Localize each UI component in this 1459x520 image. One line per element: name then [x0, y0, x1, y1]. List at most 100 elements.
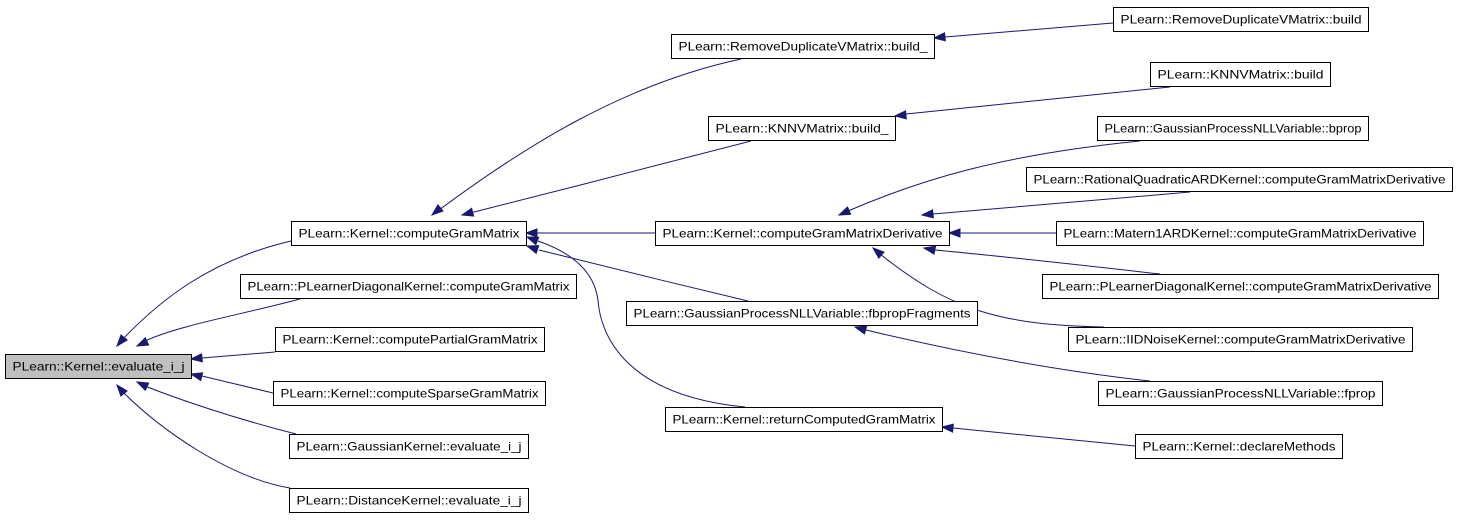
node-box [275, 327, 545, 352]
arrowhead [932, 32, 946, 42]
node-box [1135, 434, 1343, 459]
edge-pldk_computeGramMatrix-to-evaluate_i_j [135, 298, 301, 347]
node-label: PLearn::GaussianProcessNLLVariable::fpro… [1106, 387, 1376, 401]
node-evaluate_i_j[interactable]: PLearn::Kernel::evaluate_i_j [5, 354, 192, 379]
edge-rqard_deriv-to-computeGramMatrixDerivative [920, 191, 1191, 219]
arrowhead [940, 423, 954, 433]
edge-computePartialGramMatrix-to-evaluate_i_j [189, 351, 276, 363]
node-label: PLearn::RemoveDuplicateVMatrix::build [1121, 13, 1362, 27]
node-gaussian_evaluate_i_j[interactable]: PLearn::GaussianKernel::evaluate_i_j [289, 434, 529, 459]
node-box [708, 116, 896, 141]
node-label: PLearn::GaussianProcessNLLVariable::fbpr… [634, 307, 971, 321]
node-computeSparseGramMatrix[interactable]: PLearn::Kernel::computeSparseGramMatrix [273, 381, 546, 406]
node-gpnll_fprop[interactable]: PLearn::GaussianProcessNLLVariable::fpro… [1098, 381, 1383, 406]
arrowhead [920, 209, 934, 219]
node-label: PLearn::Kernel::computePartialGramMatrix [283, 333, 538, 347]
arrowhead [837, 206, 852, 216]
node-knnv_build_[interactable]: PLearn::KNNVMatrix::build_ [708, 116, 896, 141]
node-label: PLearn::KNNVMatrix::build [1158, 68, 1324, 82]
edge-line [469, 140, 752, 214]
edge-gpnll_bprop-to-computeGramMatrixDerivative [837, 140, 1141, 216]
edge-gaussian_evaluate_i_j-to-evaluate_i_j [135, 381, 297, 435]
edge-line [121, 390, 291, 489]
edge-computeGramMatrixDerivative-to-computeGramMatrix [524, 228, 655, 238]
node-label: PLearn::GaussianProcessNLLVariable::bpro… [1105, 122, 1362, 136]
edge-line [201, 351, 276, 359]
arrowhead [871, 247, 885, 260]
edge-line [865, 329, 1151, 382]
node-label: PLearn::DistanceKernel::evaluate_i_j [297, 494, 522, 508]
edge-gpnll_fbpropFragments-to-computeGramMatrix [525, 245, 749, 302]
edge-matern_deriv-to-computeGramMatrixDerivative [947, 228, 1056, 238]
node-label: PLearn::Kernel::computeGramMatrixDerivat… [663, 227, 943, 241]
node-computePartialGramMatrix[interactable]: PLearn::Kernel::computePartialGramMatrix [275, 327, 545, 352]
node-box [671, 34, 935, 59]
node-declareMethods[interactable]: PLearn::Kernel::declareMethods [1135, 434, 1343, 459]
node-label: PLearn::PLearnerDiagonalKernel::computeG… [248, 280, 570, 294]
edge-line [201, 375, 274, 394]
node-box [1056, 221, 1424, 246]
edge-line [538, 249, 749, 302]
node-label: PLearn::Matern1ARDKernel::computeGramMat… [1064, 227, 1417, 241]
node-box [289, 434, 529, 459]
edge-line [934, 249, 1161, 275]
node-computeGramMatrixDerivative[interactable]: PLearn::Kernel::computeGramMatrixDerivat… [655, 221, 950, 246]
node-box [273, 381, 546, 406]
node-rdvm_build_[interactable]: PLearn::RemoveDuplicateVMatrix::build_ [671, 34, 935, 59]
edge-line [879, 253, 1105, 328]
node-box [1113, 7, 1369, 32]
node-box [626, 301, 978, 326]
edge-line [952, 427, 1136, 447]
node-box [5, 354, 192, 379]
edge-line [438, 58, 742, 211]
edge-line [537, 240, 746, 408]
node-label: PLearn::RemoveDuplicateVMatrix::build_ [679, 40, 928, 54]
node-box [655, 221, 950, 246]
edge-knnv_build-to-knnv_build_ [893, 86, 1171, 120]
node-box [1068, 327, 1413, 352]
node-label: PLearn::KNNVMatrix::build_ [716, 122, 889, 136]
node-distance_evaluate_i_j[interactable]: PLearn::DistanceKernel::evaluate_i_j [289, 488, 529, 513]
node-label: PLearn::Kernel::evaluate_i_j [13, 360, 185, 374]
edge-gpnll_fprop-to-gpnll_fbpropFragments [853, 325, 1151, 382]
node-rdvm_build[interactable]: PLearn::RemoveDuplicateVMatrix::build [1113, 7, 1369, 32]
node-label: PLearn::Kernel::declareMethods [1143, 440, 1336, 454]
edge-line [144, 298, 301, 342]
arrowhead [525, 236, 540, 246]
node-pldk_computeGramMatrix[interactable]: PLearn::PLearnerDiagonalKernel::computeG… [240, 274, 577, 299]
arrowhead [135, 381, 150, 392]
arrowhead [525, 245, 540, 255]
edge-line [932, 191, 1191, 215]
edge-line [905, 86, 1171, 115]
node-box [665, 407, 943, 432]
node-label: PLearn::GaussianKernel::evaluate_i_j [297, 440, 522, 454]
edge-rdvm_build_-to-computeGramMatrix [430, 58, 742, 216]
node-label: PLearn::IIDNoiseKernel::computeGramMatri… [1076, 333, 1406, 347]
arrowhead [853, 325, 868, 335]
arrowhead [893, 110, 907, 120]
node-rqard_deriv[interactable]: PLearn::RationalQuadraticARDKernel::comp… [1026, 167, 1453, 192]
node-box [1042, 274, 1439, 299]
node-gpnll_bprop[interactable]: PLearn::GaussianProcessNLLVariable::bpro… [1097, 116, 1369, 141]
arrowhead [116, 383, 128, 397]
node-matern_deriv[interactable]: PLearn::Matern1ARDKernel::computeGramMat… [1056, 221, 1424, 246]
arrowhead [947, 228, 961, 238]
edge-iid_deriv-to-computeGramMatrixDerivative [871, 247, 1105, 328]
node-label: PLearn::Kernel::returnComputedGramMatrix [673, 413, 936, 427]
edge-line [121, 240, 292, 341]
node-gpnll_fbpropFragments[interactable]: PLearn::GaussianProcessNLLVariable::fbpr… [626, 301, 978, 326]
node-returnComputedGramMatrix[interactable]: PLearn::Kernel::returnComputedGramMatrix [665, 407, 943, 432]
edge-rdvm_build-to-rdvm_build_ [932, 22, 1114, 42]
node-label: PLearn::RationalQuadraticARDKernel::comp… [1034, 173, 1446, 187]
node-computeGramMatrix[interactable]: PLearn::Kernel::computeGramMatrix [291, 221, 527, 246]
node-box [240, 274, 577, 299]
node-pldk_deriv[interactable]: PLearn::PLearnerDiagonalKernel::computeG… [1042, 274, 1439, 299]
edges [116, 22, 1191, 489]
arrowhead [524, 228, 538, 238]
edge-returnComputedGramMatrix-to-computeGramMatrix [525, 236, 746, 408]
arrowhead [430, 204, 444, 216]
node-knnv_build[interactable]: PLearn::KNNVMatrix::build [1150, 62, 1331, 87]
edge-distance_evaluate_i_j-to-evaluate_i_j [116, 383, 291, 489]
node-iid_deriv[interactable]: PLearn::IIDNoiseKernel::computeGramMatri… [1068, 327, 1413, 352]
